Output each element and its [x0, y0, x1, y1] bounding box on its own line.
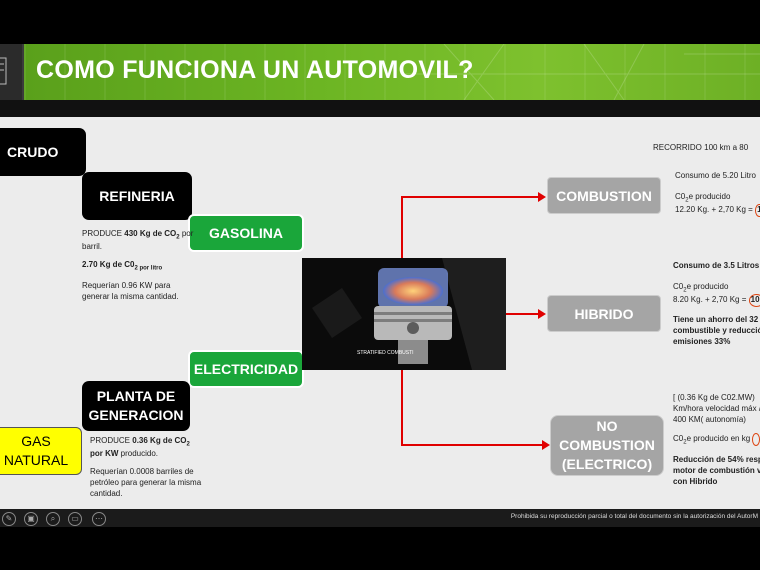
node-combustion-label: COMBUSTION — [556, 187, 652, 204]
node-crudo-label: CRUDO — [7, 144, 59, 160]
node-planta-generacion: PLANTA DE GENERACION — [82, 381, 190, 431]
connector-bottom — [401, 444, 543, 446]
node-electricidad-label: ELECTRICIDAD — [193, 361, 299, 377]
electrico-description: [ (0.36 Kg de C02.MW) Km/hora velocidad … — [673, 393, 760, 486]
node-combustion: COMBUSTION — [547, 177, 661, 214]
recorrido-label: RECORRIDO 100 km a 80 — [653, 143, 749, 152]
banner-bottom-strip — [0, 100, 760, 117]
slide-banner: COMO FUNCIONA UN AUTOMOVIL? — [0, 44, 760, 100]
node-hibrido: HIBRIDO — [547, 295, 661, 332]
document-icon — [0, 44, 22, 100]
copyright-notice: Prohibida su reproducción parcial o tota… — [510, 513, 758, 520]
node-no-comb-line2: COMBUSTION — [559, 437, 655, 454]
planta-description: PRODUCE 0.36 Kg de CO2 por KW producido.… — [90, 436, 202, 499]
top-black-bar — [0, 0, 760, 44]
zoom-icon[interactable]: ⌕ — [46, 512, 60, 526]
arrow-no-combustion — [542, 440, 550, 450]
node-planta-line1: PLANTA DE — [96, 388, 176, 405]
node-electricidad: ELECTRICIDAD — [188, 350, 304, 388]
node-no-comb-line1: NO — [596, 418, 618, 435]
node-no-comb-line3: (ELECTRICO) — [561, 455, 653, 472]
node-gasolina-label: GASOLINA — [209, 225, 283, 241]
page-title: COMO FUNCIONA UN AUTOMOVIL? — [36, 56, 474, 84]
node-gasolina: GASOLINA — [188, 214, 304, 252]
node-planta-line2: GENERACION — [88, 407, 184, 423]
node-hibrido-label: HIBRIDO — [574, 305, 634, 322]
node-gas-line2: NATURAL — [3, 452, 69, 468]
refineria-description: PRODUCE 430 Kg de CO2 por barril. 2.70 K… — [82, 229, 194, 301]
subtitles-icon[interactable]: ▭ — [68, 512, 82, 526]
node-gas-natural: GAS NATURAL — [0, 427, 82, 475]
connector-top — [401, 196, 539, 198]
presentation-toolbar: ✎ ▣ ⌕ ▭ ⋯ Prohibida su reproducción parc… — [0, 509, 760, 527]
slides-icon[interactable]: ▣ — [24, 512, 38, 526]
node-no-combustion: NO COMBUSTION (ELECTRICO) — [550, 415, 664, 476]
banner-green-background — [24, 44, 760, 100]
hibrido-description: Consumo de 3.5 Litros C02e producido 8.2… — [673, 261, 760, 348]
bottom-black-bar — [0, 527, 760, 570]
slide-content: CRUDO REFINERIA GASOLINA PRODUCE 430 Kg … — [0, 117, 760, 509]
node-refineria: REFINERIA — [82, 172, 192, 220]
node-refineria-label: REFINERIA — [99, 188, 175, 204]
arrow-combustion — [538, 192, 546, 202]
engine-piston-image: STRATIFIED COMBUSTI — [302, 258, 506, 370]
pen-icon[interactable]: ✎ — [2, 512, 16, 526]
engine-caption: STRATIFIED COMBUSTI — [357, 350, 414, 356]
arrow-hibrido — [538, 309, 546, 319]
more-options-icon[interactable]: ⋯ — [92, 512, 106, 526]
node-gas-line1: GAS — [21, 433, 51, 450]
connector-middle — [506, 313, 539, 315]
node-crudo: CRUDO — [0, 128, 86, 176]
combustion-description: Consumo de 5.20 Litro C02e producido 12.… — [675, 171, 760, 218]
